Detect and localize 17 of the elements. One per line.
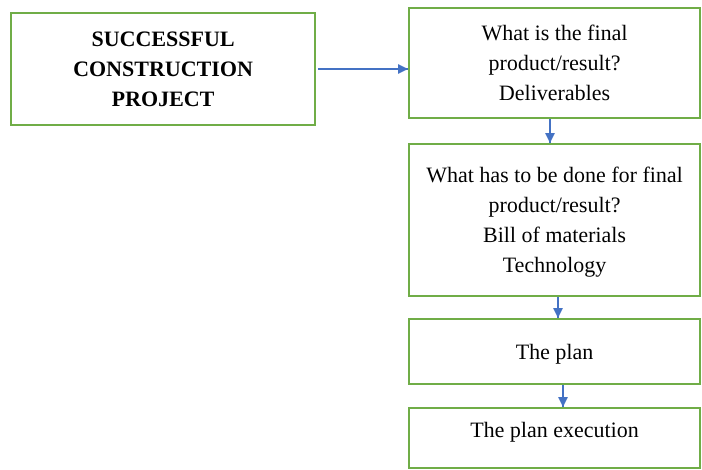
box-text: Bill of materials xyxy=(483,221,626,249)
arrow xyxy=(558,385,568,407)
box-text: What has to be done for final product/result? xyxy=(426,161,683,219)
arrow xyxy=(318,64,408,74)
process-box xyxy=(408,7,701,119)
box-text: Deliverables xyxy=(498,79,610,107)
box-text: Technology xyxy=(502,251,606,279)
box-text: SUCCESSFUL CONSTRUCTION PROJECT xyxy=(72,25,254,113)
arrow xyxy=(545,119,555,143)
process-box xyxy=(408,143,701,297)
process-box xyxy=(408,318,701,385)
arrow xyxy=(553,297,563,318)
box-text: The plan xyxy=(516,338,594,366)
process-box xyxy=(408,407,701,469)
box-text: What is the final product/result? xyxy=(480,19,628,77)
title-box xyxy=(10,12,316,126)
box-text: The plan execution xyxy=(470,416,639,444)
